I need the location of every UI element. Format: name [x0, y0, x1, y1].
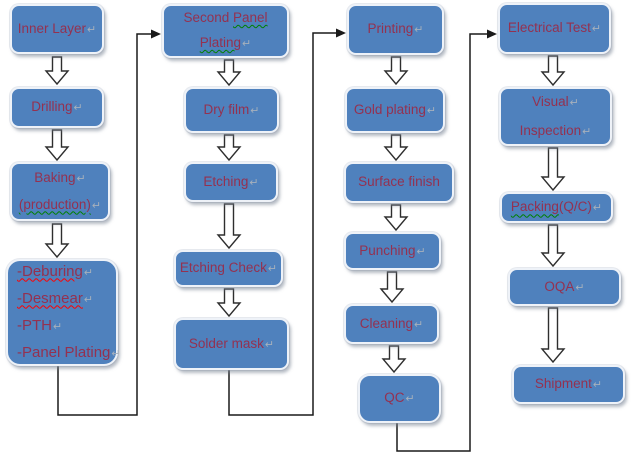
- connector-arrowhead-icon: [487, 29, 497, 39]
- node-surface-finish: Surface finish: [344, 162, 454, 203]
- node-label: Second Panel: [183, 10, 268, 25]
- return-mark-icon: ↵: [414, 24, 424, 37]
- down-arrow-icon: [540, 307, 566, 364]
- node-label: QC↵: [384, 390, 415, 406]
- connector-col1-to-col2: [57, 33, 151, 416]
- node-dry-film: Dry film↵: [184, 87, 279, 133]
- down-arrow-icon: [383, 56, 409, 86]
- node-electrical-test: Electrical Test↵: [498, 3, 611, 54]
- down-arrow-icon: [540, 147, 566, 192]
- return-mark-icon: ↵: [267, 263, 278, 276]
- node-label: -Panel Plating↵: [17, 343, 121, 361]
- down-arrow-icon: [44, 56, 70, 86]
- node-label: Cleaning↵: [359, 315, 424, 331]
- return-mark-icon: ↵: [414, 318, 424, 331]
- down-arrow-icon: [44, 223, 70, 259]
- down-arrow-icon: [216, 134, 242, 162]
- return-mark-icon: ↵: [250, 104, 260, 117]
- node-gold-plating: Gold plating↵: [345, 87, 445, 133]
- return-mark-icon: ↵: [91, 199, 102, 212]
- node-baking-production: Baking↵ (production)↵: [10, 162, 110, 221]
- return-mark-icon: ↵: [582, 125, 592, 138]
- down-arrow-icon: [379, 271, 405, 304]
- down-arrow-icon: [44, 129, 70, 162]
- node-label: Etching Check↵: [179, 260, 278, 276]
- node-label: Surface finish: [358, 174, 440, 190]
- node-label: Inner Layer↵: [17, 20, 97, 36]
- node-inner-layer: Inner Layer↵: [10, 4, 104, 54]
- node-shipment: Shipment↵: [512, 365, 625, 404]
- node-cleaning: Cleaning↵: [344, 304, 439, 344]
- node-packing-qc: Packing(Q/C)↵: [500, 192, 613, 223]
- down-arrow-icon: [381, 345, 407, 374]
- connector-arrowhead-icon: [151, 29, 161, 39]
- down-arrow-icon: [540, 55, 566, 87]
- return-mark-icon: ↵: [73, 102, 83, 115]
- down-arrow-icon: [540, 224, 566, 268]
- return-mark-icon: ↵: [87, 23, 97, 36]
- node-label: Shipment↵: [534, 376, 603, 392]
- return-mark-icon: ↵: [249, 176, 259, 189]
- return-mark-icon: ↵: [83, 266, 94, 279]
- connector-col2-to-col3: [228, 32, 336, 416]
- node-label: Gold plating↵: [353, 101, 437, 117]
- down-arrow-icon: [216, 288, 242, 318]
- return-mark-icon: ↵: [264, 338, 275, 351]
- node-visual-inspection: Visual↵ Inspection↵: [499, 87, 612, 146]
- down-arrow-icon: [216, 59, 242, 87]
- return-mark-icon: ↵: [242, 38, 252, 50]
- node-label: Drilling↵: [31, 99, 83, 115]
- node-printing: Printing↵: [347, 4, 444, 55]
- node-second-panel-plating: Second Panel Plating↵: [162, 4, 289, 58]
- return-mark-icon: ↵: [416, 245, 426, 258]
- return-mark-icon: ↵: [575, 281, 585, 294]
- node-label: OQA↵: [544, 278, 585, 294]
- node-punching: Punching↵: [344, 232, 441, 270]
- node-label: Baking↵: [34, 169, 86, 185]
- node-label: Electrical Test↵: [507, 20, 602, 36]
- return-mark-icon: ↵: [591, 23, 602, 36]
- return-mark-icon: ↵: [53, 320, 63, 333]
- return-mark-icon: ↵: [592, 202, 603, 215]
- down-arrow-icon: [383, 204, 409, 232]
- return-mark-icon: ↵: [83, 293, 94, 306]
- connector-arrowhead-icon: [336, 28, 346, 38]
- node-label: Solder mask↵: [188, 335, 275, 351]
- node-deburring-desmear-pth-panel-plating: -Deburing↵ -Desmear↵ -PTH↵ -Panel Platin…: [6, 259, 121, 366]
- node-solder-mask: Solder mask↵: [174, 318, 289, 370]
- node-etching-check: Etching Check↵: [174, 250, 283, 287]
- node-label: Dry film↵: [203, 101, 260, 117]
- node-label: Visual↵: [532, 93, 579, 109]
- node-label: -Deburing↵: [17, 262, 94, 280]
- node-label: Punching↵: [359, 242, 426, 258]
- return-mark-icon: ↵: [569, 96, 579, 109]
- node-label: Packing(Q/C)↵: [510, 199, 603, 215]
- return-mark-icon: ↵: [76, 172, 86, 185]
- down-arrow-icon: [216, 203, 242, 250]
- connector-col3-to-col4: [396, 33, 487, 452]
- return-mark-icon: ↵: [111, 347, 121, 360]
- node-label: (production)↵: [18, 196, 102, 212]
- node-oqa: OQA↵: [508, 268, 621, 306]
- return-mark-icon: ↵: [592, 379, 603, 392]
- node-label: Plating↵: [199, 35, 252, 50]
- node-drilling: Drilling↵: [10, 87, 104, 128]
- node-label: Etching↵: [203, 173, 259, 189]
- node-etching: Etching↵: [184, 162, 278, 202]
- node-label: Inspection↵: [519, 122, 592, 138]
- node-qc: QC↵: [358, 374, 441, 423]
- node-label: -Desmear↵: [17, 289, 94, 307]
- node-label: Printing↵: [367, 21, 424, 37]
- return-mark-icon: ↵: [405, 393, 415, 406]
- node-label: -PTH↵: [17, 316, 63, 334]
- down-arrow-icon: [383, 134, 409, 162]
- return-mark-icon: ↵: [426, 104, 437, 117]
